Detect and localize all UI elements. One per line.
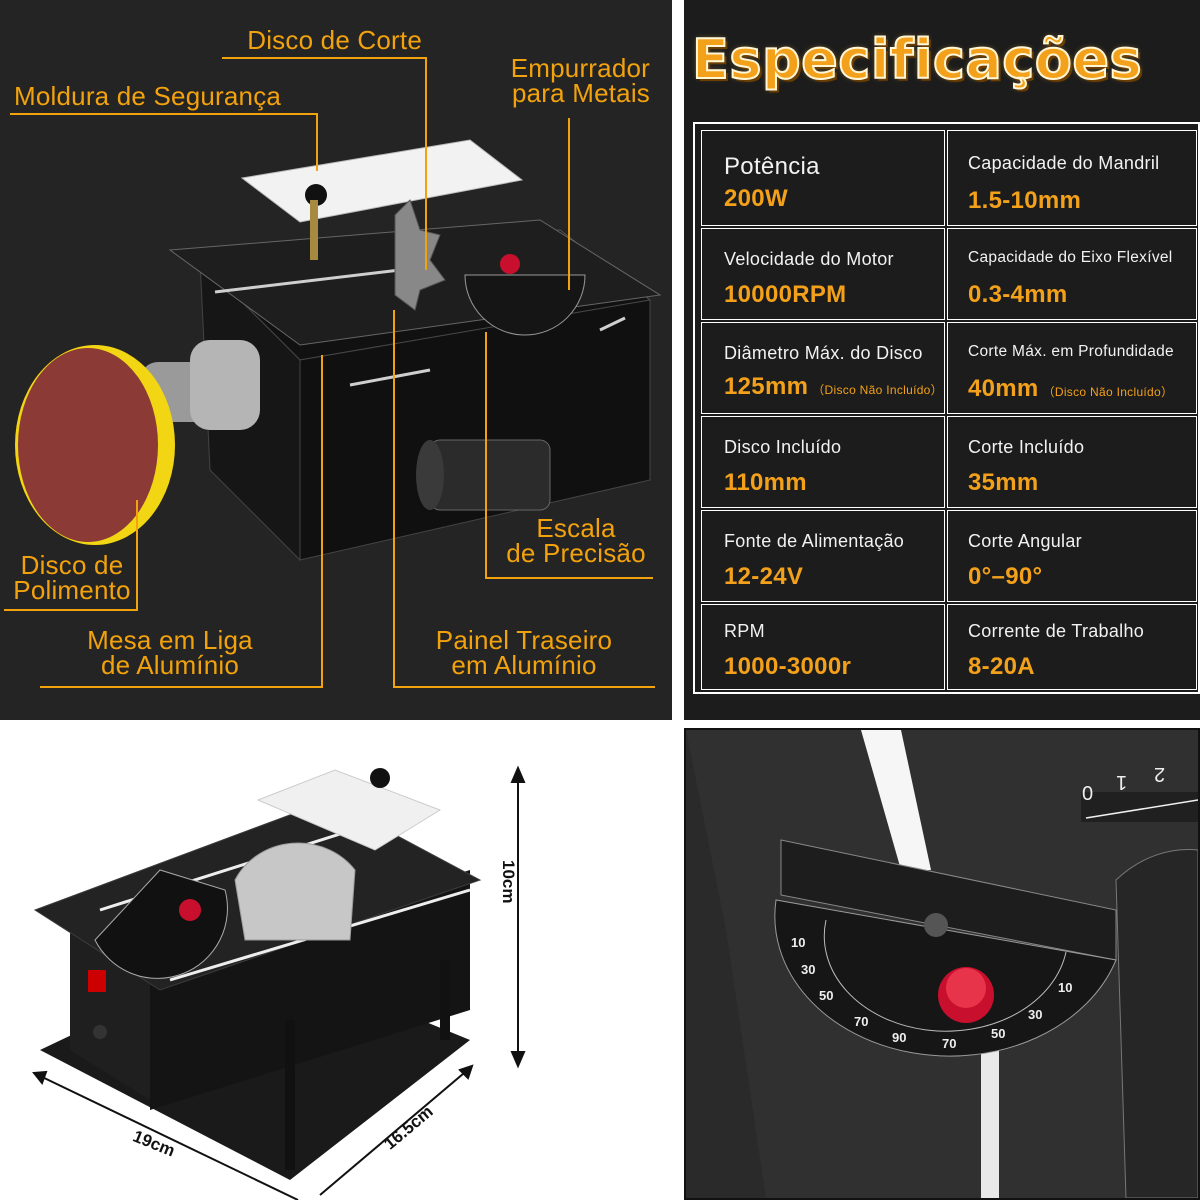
spec-cell: Fonte de Alimentação 12-24V <box>701 510 945 602</box>
protractor-label: 30 <box>801 962 816 977</box>
spec-cell: Diâmetro Máx. do Disco 125mm（Disco Não I… <box>701 322 945 414</box>
spec-value: 0.3-4mm <box>968 281 1068 308</box>
label-empurrador: Empurrador para Metais <box>510 53 650 108</box>
spec-value: 8-20A <box>968 653 1035 680</box>
protractor-label: 10 <box>791 935 806 950</box>
label-disco-corte: Disco de Corte <box>247 25 422 55</box>
ruler-label: 2 <box>1154 763 1166 785</box>
label-moldura-seguranca: Moldura de Segurança <box>14 81 282 111</box>
spec-value: 1.5-10mm <box>968 187 1082 214</box>
spec-value: 35mm <box>968 469 1039 496</box>
spec-cell: RPM 1000-3000r <box>701 604 945 690</box>
spec-cell: Capacidade do Mandril 1.5-10mm <box>947 130 1197 226</box>
protractor-scale: 10 30 50 70 90 70 50 30 10 0 1 2 <box>686 730 1198 1198</box>
protractor-label: 90 <box>892 1030 907 1045</box>
spec-value-text: 40mm <box>968 375 1039 402</box>
spec-value: 12-24V <box>724 563 804 590</box>
spec-value: 200W <box>724 185 788 212</box>
dimension-height: 10cm <box>499 860 518 904</box>
dimensions-panel: 10cm 19cm 16.5cm <box>0 720 684 1200</box>
spec-note: （Disco Não Incluído） <box>1042 385 1174 399</box>
spec-value: 40mm（Disco Não Incluído） <box>968 375 1173 403</box>
spec-label: Fonte de Alimentação <box>724 531 905 551</box>
protractor-closeup: 10 30 50 70 90 70 50 30 10 0 1 2 <box>684 728 1200 1200</box>
spec-label: Capacidade do Mandril <box>968 153 1160 173</box>
spec-cell: Corte Incluído 35mm <box>947 416 1197 508</box>
label-mesa-liga: Mesa em Liga de Alumínio <box>87 625 253 680</box>
spec-note: （Disco Não Incluído） <box>812 383 943 397</box>
protractor-label: 50 <box>819 988 834 1003</box>
features-panel: Disco de Corte Moldura de Segurança Empu… <box>0 0 672 720</box>
ruler-label: 0 <box>1082 781 1094 803</box>
specs-title: Especificações <box>691 27 1143 92</box>
table-saw-photo <box>32 765 526 1200</box>
spec-label: Potência <box>724 153 820 180</box>
spec-label: Velocidade do Motor <box>724 249 894 269</box>
spec-label: RPM <box>724 621 765 641</box>
spec-value-text: 125mm <box>724 373 809 400</box>
protractor-label: 70 <box>854 1014 869 1029</box>
protractor-closeup-photo <box>686 730 1198 1198</box>
specs-panel: Especificações Potência 200W Capacidade … <box>684 0 1200 720</box>
protractor-label: 50 <box>991 1026 1006 1041</box>
spec-value: 125mm（Disco Não Incluído） <box>724 373 943 401</box>
table-saw-illustration <box>15 139 662 562</box>
label-escala-precisao: Escala de Precisão <box>506 513 646 568</box>
spec-value: 10000RPM <box>724 281 847 308</box>
spec-cell: Velocidade do Motor 10000RPM <box>701 228 945 320</box>
spec-cell: Capacidade do Eixo Flexível 0.3-4mm <box>947 228 1197 320</box>
spec-value: 0°–90° <box>968 563 1043 590</box>
spec-label: Diâmetro Máx. do Disco <box>724 343 923 363</box>
spec-value: 110mm <box>724 469 807 496</box>
spec-cell: Corrente de Trabalho 8-20A <box>947 604 1197 690</box>
spec-value: 1000-3000r <box>724 653 852 680</box>
spec-label: Capacidade do Eixo Flexível <box>968 249 1173 266</box>
spec-label: Corte Angular <box>968 531 1082 551</box>
protractor-label: 10 <box>1058 980 1073 995</box>
spec-cell: Corte Máx. em Profundidade 40mm（Disco Nã… <box>947 322 1197 414</box>
protractor-label: 30 <box>1028 1007 1043 1022</box>
spec-label: Corrente de Trabalho <box>968 621 1145 641</box>
specs-table: Potência 200W Capacidade do Mandril 1.5-… <box>693 122 1200 694</box>
spec-label: Disco Incluído <box>724 437 842 457</box>
spec-label: Corte Máx. em Profundidade <box>968 343 1174 360</box>
label-disco-polimento: Disco de Polimento <box>13 550 131 605</box>
spec-cell: Corte Angular 0°–90° <box>947 510 1197 602</box>
label-painel-traseiro: Painel Traseiro em Alumínio <box>435 625 613 680</box>
spec-label: Corte Incluído <box>968 437 1085 457</box>
ruler-label: 1 <box>1116 771 1128 793</box>
spec-cell: Disco Incluído 110mm <box>701 416 945 508</box>
spec-cell: Potência 200W <box>701 130 945 226</box>
protractor-label: 70 <box>942 1036 957 1051</box>
